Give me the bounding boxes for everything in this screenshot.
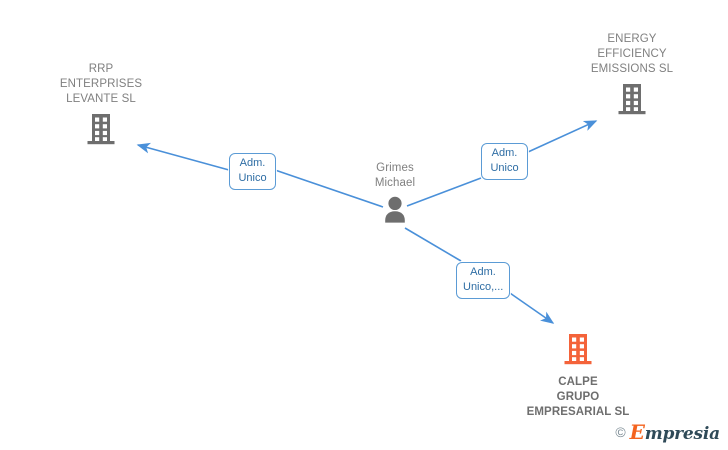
building-icon bbox=[21, 113, 181, 150]
brand-rest: mpresia bbox=[644, 424, 720, 444]
node-energy-efficiency-emissions-sl[interactable]: ENERGY EFFICIENCY EMISSIONS SL bbox=[552, 32, 712, 120]
edge-person-calpe[interactable] bbox=[404, 227, 555, 324]
edge-label-adm-unico-energy[interactable]: Adm. Unico bbox=[481, 143, 528, 180]
watermark-empresia: © Empresia bbox=[615, 420, 720, 444]
edge-person-energy[interactable] bbox=[406, 120, 598, 207]
node-label-person: Grimes Michael bbox=[374, 162, 416, 189]
node-rrp-enterprises-levante-sl[interactable]: RRP ENTERPRISES LEVANTE SL bbox=[21, 62, 181, 150]
person-icon bbox=[315, 196, 475, 228]
node-calpe-grupo-empresarial-sl[interactable]: CALPE GRUPO EMPRESARIAL SL bbox=[498, 333, 658, 420]
copyright-icon: © bbox=[615, 424, 626, 440]
edge-label-adm-unico-calpe[interactable]: Adm. Unico,... bbox=[456, 262, 510, 299]
node-label-energy: ENERGY EFFICIENCY EMISSIONS SL bbox=[590, 33, 674, 75]
brand-initial: E bbox=[629, 420, 645, 444]
node-label-rrp: RRP ENTERPRISES LEVANTE SL bbox=[59, 63, 143, 105]
node-label-calpe: CALPE GRUPO EMPRESARIAL SL bbox=[526, 376, 630, 418]
edge-person-rrp[interactable] bbox=[136, 142, 384, 208]
building-icon bbox=[498, 333, 658, 370]
building-icon bbox=[552, 83, 712, 120]
brand-name: Empresia bbox=[629, 420, 721, 444]
node-grimes-michael[interactable]: Grimes Michael bbox=[315, 161, 475, 228]
edge-label-adm-unico-rrp[interactable]: Adm. Unico bbox=[229, 153, 276, 190]
